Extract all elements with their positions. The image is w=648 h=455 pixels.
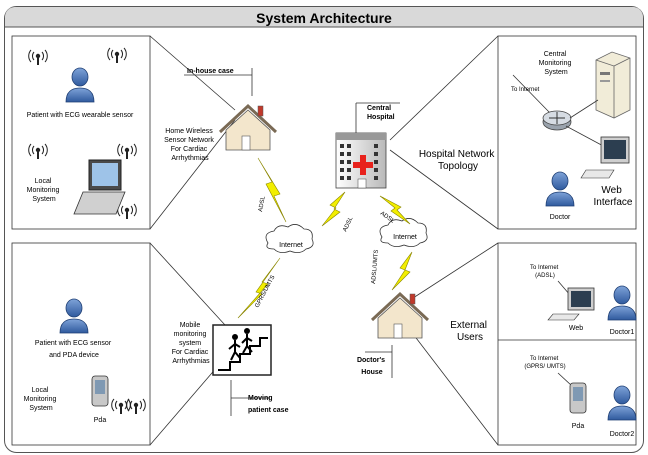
laptop-icon — [73, 159, 126, 215]
label-doctors-house: Doctor's House — [357, 357, 387, 376]
label-central-hospital: Central Hospital — [367, 105, 395, 121]
label-web-interface: Web Interface — [594, 185, 633, 208]
label-hospital-topology: Hospital Network Topology — [419, 149, 497, 172]
label-doctor1: Doctor1 — [610, 329, 635, 336]
desktop-monitor-icon — [547, 287, 595, 321]
label-pda-2: Pda — [572, 423, 585, 430]
internet-cloud-icon: Internet — [265, 224, 314, 253]
label-doctor: Doctor — [550, 214, 571, 221]
label-web: Web — [569, 325, 583, 332]
label-mobile-system: Mobile monitoring system For Cardiac Arr… — [172, 322, 211, 365]
label-patient-ecg-wearable: Patient with ECG wearable sensor — [27, 112, 134, 119]
label-home-network: Home Wireless Sensor Network For Cardiac… — [164, 128, 216, 162]
outer-frame — [4, 6, 644, 453]
hospital-icon — [335, 132, 387, 189]
lightning-icon — [379, 195, 411, 225]
label-adsl-umts: ADSL/UMTS — [371, 249, 380, 284]
server-icon — [595, 51, 631, 119]
label-to-internet-adsl: To Internet (ADSL) — [530, 265, 560, 279]
lightning-icon — [391, 251, 413, 291]
stairs-walking-icon — [212, 324, 272, 376]
label-patient-ecg-pda: Patient with ECG sensor and PDA device — [35, 340, 113, 359]
label-internet-2: Internet — [393, 234, 417, 241]
label-moving-case: Moving patient case — [248, 395, 289, 414]
label-pda-1: Pda — [94, 417, 107, 424]
label-doctor2: Doctor2 — [610, 431, 635, 438]
connector-lines — [149, 35, 499, 446]
router-icon — [542, 110, 572, 131]
internet-cloud-icon: Internet — [379, 218, 428, 247]
label-adsl-1: ADSL — [258, 195, 267, 212]
lightning-icon — [321, 191, 346, 227]
workstation-icon — [580, 136, 630, 179]
wireless-links — [237, 157, 413, 319]
label-external-users: External Users — [450, 320, 489, 343]
label-local-monitoring-2: Local Monitoring System — [24, 387, 59, 412]
label-internet-1: Internet — [279, 242, 303, 249]
lightning-icon — [237, 257, 281, 319]
label-central-monitoring: Central Monitoring System — [539, 51, 574, 76]
panel-mobile — [11, 242, 151, 446]
lightning-icon — [257, 157, 287, 223]
pda-icon — [91, 375, 109, 407]
label-to-internet-gprs: To Internet (GPRS/ UMTS) — [524, 356, 565, 370]
pda-icon — [569, 382, 587, 414]
label-in-house-case: In-house case — [187, 68, 234, 75]
page-title: System Architecture — [256, 10, 392, 26]
label-to-internet-1: To Internet — [511, 87, 540, 93]
label-local-monitoring-1: Local Monitoring System — [27, 178, 62, 203]
